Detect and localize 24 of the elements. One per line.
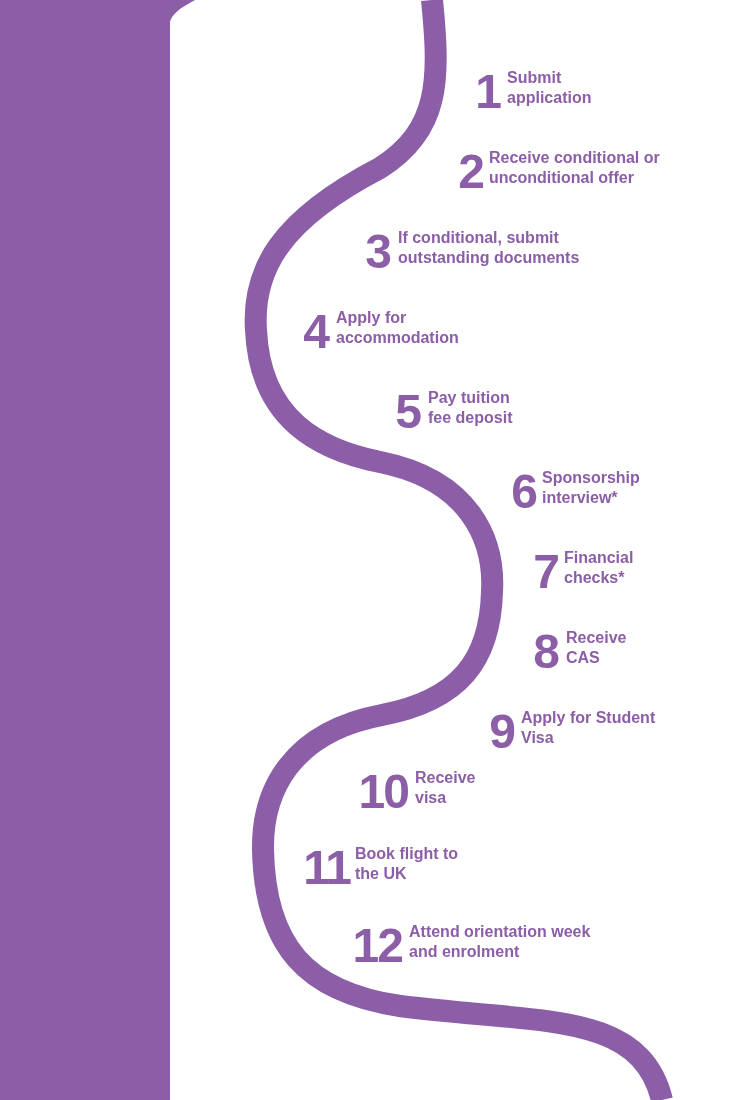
- step-number: 4: [303, 308, 328, 356]
- step-text: Submit application: [507, 68, 593, 108]
- step-text: Apply for Student Visa: [521, 708, 657, 748]
- step-number: 12: [352, 922, 402, 970]
- step-text: Receive conditional or unconditional offer: [489, 148, 661, 188]
- step-number: 7: [533, 548, 558, 596]
- step-text: Apply for accommodation: [336, 308, 460, 348]
- step-number: 3: [365, 228, 390, 276]
- step-number: 8: [533, 628, 558, 676]
- step-number: 10: [358, 768, 408, 816]
- step-text: If conditional, submit outstanding documents: [398, 228, 581, 268]
- step-text: Attend orientation week and enrolment: [409, 922, 592, 962]
- step-number: 9: [489, 708, 514, 756]
- step-text: Receive CAS: [566, 628, 628, 668]
- step-text: Book flight to the UK: [355, 844, 460, 884]
- step-number: 11: [303, 844, 350, 892]
- step-text: Financial checks*: [564, 548, 635, 588]
- step-number: 6: [511, 468, 536, 516]
- step-number: 5: [395, 388, 420, 436]
- step-number: 1: [475, 68, 500, 116]
- step-text: Pay tuition fee deposit: [428, 388, 514, 428]
- step-number: 2: [458, 148, 483, 196]
- step-text: Receive visa: [415, 768, 477, 808]
- step-text: Sponsorship interview*: [542, 468, 641, 508]
